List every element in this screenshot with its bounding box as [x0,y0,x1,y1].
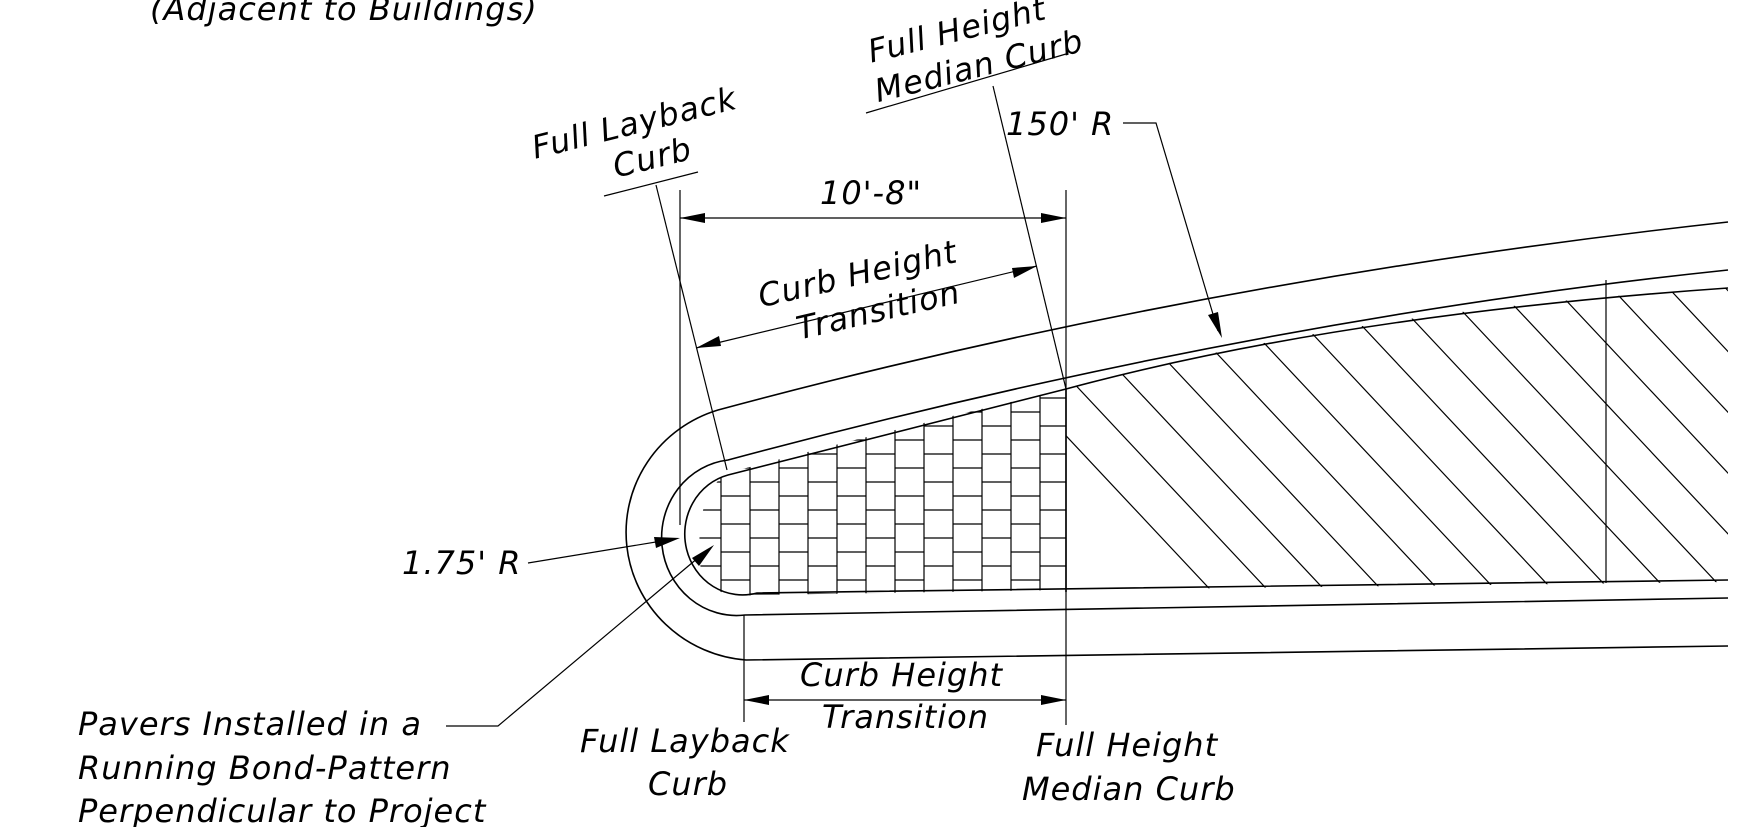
label-full-height-bottom-1: Full Height [1036,726,1219,764]
leader-full-layback-top [603,171,728,471]
label-full-layback-bottom-2: Curb [648,765,728,803]
label-pavers-3: Perpendicular to Project [78,792,487,827]
title-partial: (Adjacent to Buildings) [150,0,538,28]
label-full-height-bottom-2: Median Curb [1022,770,1236,808]
label-175-radius: 1.75' R [402,544,521,582]
leader-175-radius [527,537,680,564]
leader-full-height-top [865,53,1067,390]
label-pavers-2: Running Bond-Pattern [78,749,452,787]
label-150-radius: 150' R [1006,105,1114,143]
leader-pavers [446,545,714,727]
median-hatch [1066,288,1728,590]
paver-pattern [699,389,1066,596]
extension-lines [679,190,1067,725]
dimension-10ft-8in [680,213,1066,223]
dimension-transition-bottom [744,695,1066,705]
leader-150-radius [1123,122,1222,338]
dimension-transition-top [695,265,1038,349]
label-pavers-1: Pavers Installed in a [78,705,422,743]
label-transition-bottom-1: Curb Height [800,656,1004,694]
label-full-layback-bottom-1: Full Layback [580,722,790,760]
label-transition-bottom-2: Transition [822,698,989,736]
label-dim-10-8: 10'-8" [820,174,922,212]
